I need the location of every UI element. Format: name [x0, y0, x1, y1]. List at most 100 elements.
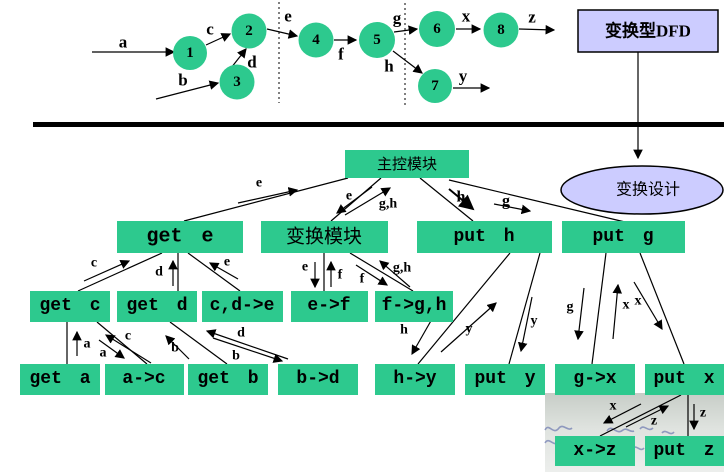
flow-arrow-e-up-main — [237, 187, 299, 204]
flow-label-e: e — [302, 260, 308, 275]
dfd-bubble-4 — [298, 22, 334, 58]
connector-main-get-e — [183, 177, 349, 222]
flow-arrow-x-up-put-g — [612, 283, 623, 340]
flow-arrow-g-down-put-g — [493, 203, 532, 215]
module-get-b — [188, 364, 268, 395]
flow-arrow-y-down-put-y — [517, 296, 533, 353]
dfd-label-a: a — [119, 33, 128, 52]
flow-label-h: h — [400, 323, 408, 338]
module-put-g — [562, 221, 685, 253]
module-get-c — [30, 291, 110, 322]
connector-put-g-put-x — [639, 252, 685, 365]
connector-put-x-x-z — [599, 394, 682, 437]
flow-label-z: z — [700, 406, 706, 421]
flow-arrow-e-up-from-cde — [208, 262, 239, 280]
dfd-title-label: 变换型DFD — [605, 21, 691, 41]
module-f-to-gh — [375, 291, 453, 322]
flow-label-x: x — [635, 294, 642, 309]
flow-label-a: a — [100, 346, 107, 361]
transform-design-label: 变换设计 — [616, 181, 680, 199]
dfd-arrow-c — [205, 33, 232, 46]
module-get-d — [117, 291, 197, 322]
dfd-arrow-d — [230, 48, 247, 69]
dfd-arrow-g — [393, 25, 419, 35]
module-e-to-f-label: e->f — [307, 296, 350, 316]
flow-arrow-x-down-xz — [602, 403, 642, 424]
flow-label-d: d — [237, 326, 245, 341]
module-transform-label: 变换模块 — [286, 226, 362, 248]
flow-arrow-z-up-put-x — [625, 405, 670, 428]
connector-get-e-get-c — [77, 252, 163, 292]
module-put-h-label: put h — [453, 227, 514, 247]
dfd-bubble-5-label: 5 — [373, 32, 381, 48]
flow-label-g: g — [502, 193, 510, 210]
connector-get-e-cd-e — [187, 252, 241, 292]
module-cd-to-e — [202, 291, 283, 322]
flow-label-e: e — [256, 176, 262, 191]
module-x-to-z-label: x->z — [573, 441, 616, 461]
module-put-y-label: put y — [474, 369, 535, 389]
dfd-label-d: d — [247, 53, 257, 72]
watermark-scribble — [606, 427, 635, 433]
module-b-to-d-label: b->d — [296, 369, 339, 389]
module-transform — [261, 221, 388, 253]
flow-arrow-d-up-get-d — [205, 329, 289, 360]
dfd-bubble-2 — [231, 13, 267, 49]
flow-label-b: b — [171, 341, 179, 356]
flow-label-h: h — [457, 189, 466, 206]
dfd-label-y: y — [459, 67, 468, 86]
flow-arrow-y-up-put-h — [440, 302, 497, 353]
flow-label-f: f — [360, 272, 365, 287]
module-put-g-label: put g — [592, 227, 653, 247]
watermark-scribble — [661, 430, 675, 435]
module-get-a — [20, 364, 100, 395]
connector-get-c-a-c — [96, 321, 148, 365]
module-f-to-gh-label: f->g,h — [382, 296, 447, 316]
flow-arrow-gh-up-transform — [379, 260, 411, 288]
flow-arrow-x-down-put-x — [633, 281, 663, 331]
module-x-to-z — [555, 436, 635, 466]
flow-label-a: a — [84, 337, 91, 352]
dfd-bubble-8 — [483, 12, 519, 48]
connector-transform-f-gh — [349, 252, 414, 292]
module-main-control-label: 主控模块 — [377, 156, 437, 173]
flow-label-e: e — [346, 189, 352, 204]
flow-label-g: g — [567, 300, 574, 315]
dfd-bubble-8-label: 8 — [497, 22, 505, 38]
flow-arrow-gh-up-main — [344, 187, 392, 216]
flow-label-x: x — [610, 399, 617, 414]
flow-label-y: y — [531, 314, 538, 329]
dfd-bubble-7-label: 7 — [431, 78, 439, 94]
module-get-c-label: get c — [39, 296, 100, 316]
flow-label-b: b — [232, 349, 240, 364]
module-a-to-c-label: a->c — [122, 369, 165, 389]
dfd-arrow-h — [392, 50, 423, 74]
connector-put-h-h-y — [417, 252, 511, 365]
module-g-to-x — [555, 364, 635, 395]
module-put-z-label: put z — [653, 441, 714, 461]
dfd-bubble-2-label: 2 — [245, 23, 253, 39]
flow-arrow-a-down-ac — [98, 339, 125, 359]
dfd-bubble-3-label: 3 — [233, 74, 241, 90]
module-get-e — [117, 221, 243, 253]
module-a-to-c — [105, 364, 184, 395]
module-b-to-d — [278, 364, 358, 395]
module-h-to-y-label: h->y — [393, 369, 436, 389]
flow-arrow-b-up-get-d — [165, 335, 190, 360]
module-main-control — [345, 150, 469, 178]
dfd-label-h: h — [384, 57, 394, 76]
connector-main-put-g — [448, 179, 626, 223]
module-h-to-y — [375, 364, 455, 395]
dfd-arrow-e — [266, 28, 299, 39]
dfd-label-x: x — [462, 7, 471, 26]
module-get-d-label: get d — [126, 296, 187, 316]
dfd-bubble-6-label: 6 — [433, 21, 441, 37]
connector-main-put-h — [419, 177, 474, 222]
module-put-z — [645, 436, 724, 466]
dfd-label-z: z — [528, 8, 536, 27]
flow-label-c: c — [125, 329, 131, 344]
connector-get-d-get-b — [169, 321, 228, 365]
flow-label-y: y — [466, 322, 473, 337]
flow-label-x: x — [623, 298, 630, 313]
